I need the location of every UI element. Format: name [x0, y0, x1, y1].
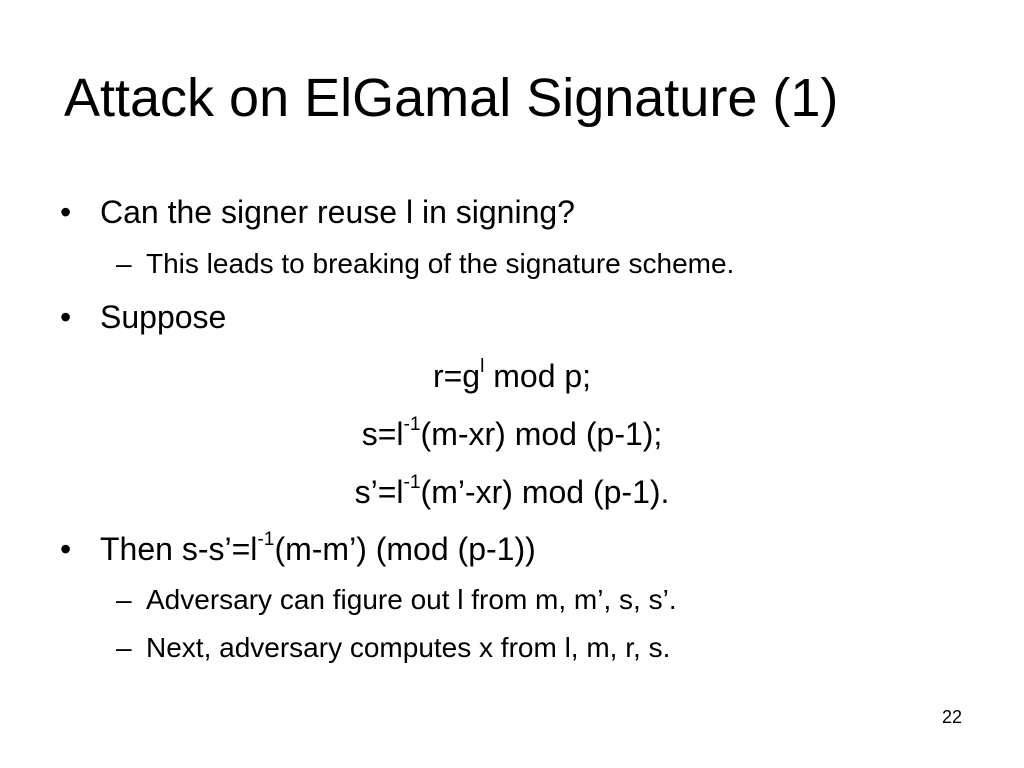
page-number: 22	[941, 707, 962, 727]
sub-bullet-text: This leads to breaking of the signature …	[146, 248, 735, 279]
bullet-text: Suppose	[100, 299, 227, 335]
equation-rhs: (m’-xr) mod (p-1).	[420, 474, 670, 510]
equation-rhs: (m-xr) mod (p-1);	[420, 416, 663, 452]
equation-lhs: s’=l	[354, 474, 404, 510]
bullet-text: Can the signer reuse l in signing?	[100, 194, 575, 230]
then-rhs: (m-m’) (mod (p-1))	[274, 531, 536, 567]
equation-rhs: mod p;	[484, 358, 592, 394]
equation-superscript: -1	[403, 414, 421, 436]
bullet-marker: •	[60, 531, 72, 567]
equation-s-prime: s’=l-1(m’-xr) mod (p-1).	[0, 472, 1024, 512]
sub-bullet-text: Next, adversary computes x from l, m, r,…	[146, 632, 671, 663]
sub-bullet-marker: –	[116, 632, 132, 663]
then-lhs: Then s-s’=l	[100, 531, 258, 567]
bullet-marker: •	[60, 299, 72, 335]
then-superscript: -1	[257, 529, 275, 551]
equation-lhs: r=g	[432, 358, 481, 394]
sub-bullet-marker: –	[116, 584, 132, 615]
sub-bullet-text: Adversary can figure out l from m, m’, s…	[146, 584, 677, 615]
equation-lhs: s=l	[361, 416, 404, 452]
equation-superscript: l	[480, 356, 485, 378]
bullet-text: Then s-s’=l-1(m-m’) (mod (p-1))	[100, 529, 536, 569]
bullet-marker: •	[60, 194, 72, 230]
slide-title: Attack on ElGamal Signature (1)	[64, 68, 839, 128]
sub-bullet-marker: –	[116, 248, 132, 279]
equation-superscript: -1	[403, 472, 421, 494]
equation-s: s=l-1(m-xr) mod (p-1);	[0, 414, 1024, 454]
equation-r: r=gl mod p;	[0, 356, 1024, 396]
